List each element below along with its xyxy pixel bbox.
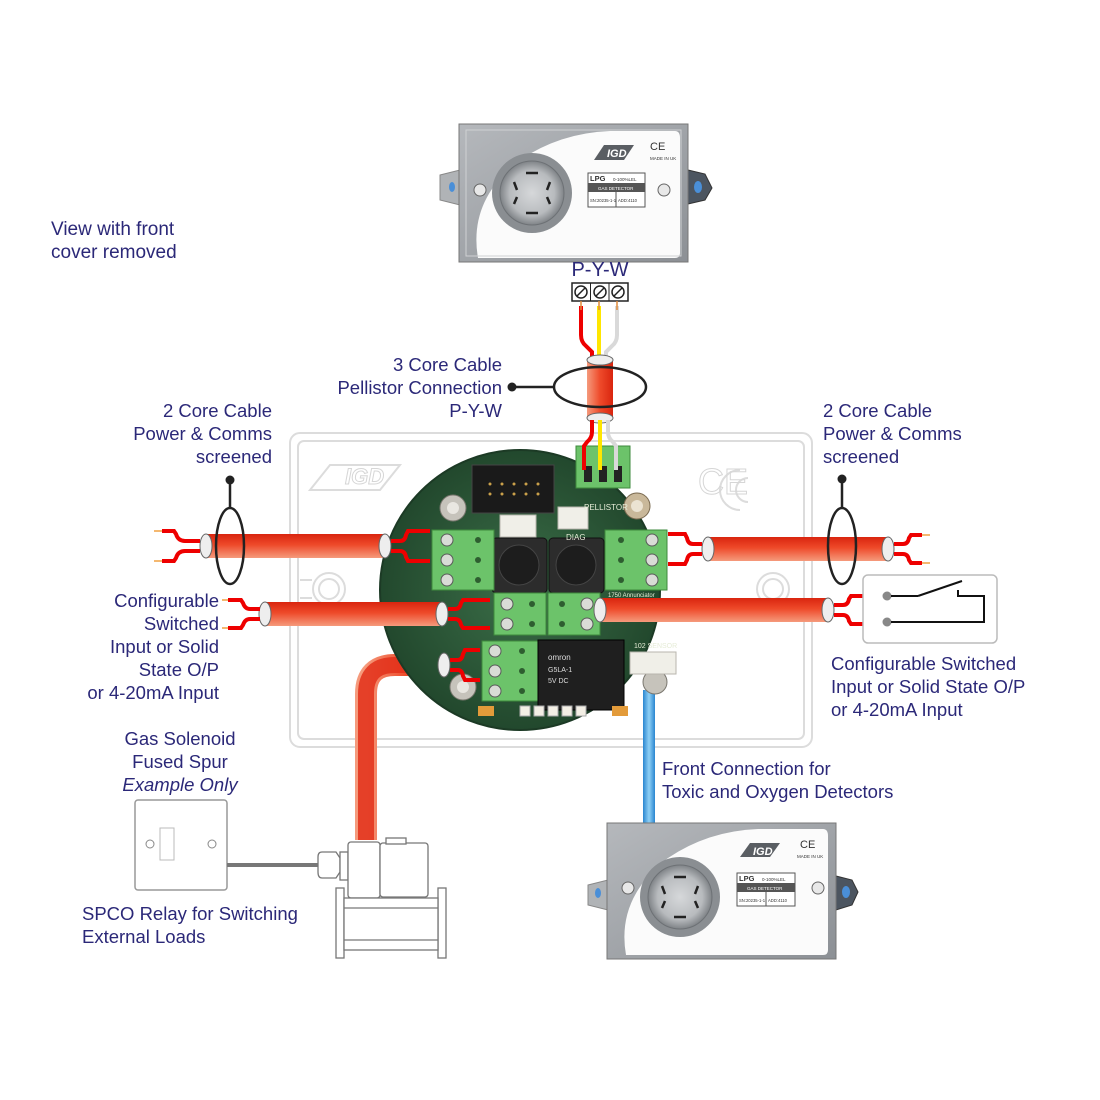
spco-relay-line-2: External Loads [82,926,206,947]
detector-bottom-ce-mark: CE [800,839,815,851]
right-power-cable-line-2: Power & Comms [823,423,962,444]
pcb-pellistor-label: PELLISTOR [584,503,628,512]
solenoid-spur-line-3: Example Only [122,774,238,795]
detector-top-ce-mark: CE [650,141,665,153]
view-note-line-1: View with front [51,219,175,240]
pcb-annunciator-label: 1750 Annunciator [608,593,655,599]
detector-bottom-brand: IGD [753,846,773,858]
front-connection-line-2: Toxic and Oxygen Detectors [662,781,894,802]
detector-bottom [587,822,859,960]
left-switched-input-label: Configurable Switched Input or Solid Sta… [40,589,219,704]
left-switched-input-line-3: Input or Solid [109,636,219,657]
detector-top-brand: IGD [607,148,627,160]
pcb-diag-label: DIAG [566,533,586,542]
detector-bottom-range: 0-100%LEL [762,877,786,882]
detector-top-serial: SN:20235-1-1 [590,198,617,203]
front-connection-label: Front Connection for Toxic and Oxygen De… [662,757,893,803]
detector-top-made-in: MADE IN UK [650,156,676,161]
left-power-cable-line-3: screened [195,446,272,467]
pellistor-cable-line-2: Pellistor Connection [337,377,502,398]
right-switched-cable [593,594,865,626]
right-switched-input-line-1: Configurable Switched [831,653,1017,674]
front-connection-line-1: Front Connection for [662,758,831,779]
left-switched-cable [222,598,490,630]
fused-spur-switch [134,799,319,891]
relay-cable-wires [437,648,480,682]
pyw-terminal-block [571,282,629,310]
pellistor-cable [507,306,648,470]
right-switched-input-line-2: Input or Solid State O/P [831,676,1026,697]
right-power-cable-line-1: 2 Core Cable [823,400,933,421]
front-detector-cable [643,690,655,825]
spco-relay-label: SPCO Relay for Switching External Loads [82,902,298,948]
detector-bottom-type: GAS DETECTOR [747,886,783,891]
right-switched-input-label: Configurable Switched Input or Solid Sta… [831,652,1025,721]
left-power-cable [154,475,430,586]
right-power-cable-line-3: screened [823,446,900,467]
detector-top [439,123,713,263]
left-switched-input-line-1: Configurable [114,590,219,611]
left-power-cable-label: 2 Core Cable Power & Comms screened [100,399,272,468]
gas-solenoid-valve [317,837,447,959]
solenoid-spur-line-1: Gas Solenoid [124,728,236,749]
right-power-cable-label: 2 Core Cable Power & Comms screened [823,399,962,468]
relay-brand: omron [548,653,571,662]
left-switched-input-line-2: Switched [143,613,219,634]
pellistor-cable-line-3: P-Y-W [449,400,502,421]
right-power-cable [668,474,930,586]
left-power-cable-line-2: Power & Comms [133,423,272,444]
pellistor-cable-line-1: 3 Core Cable [392,354,502,375]
switched-input-box [862,574,998,644]
solenoid-spur-line-2: Fused Spur [132,751,228,772]
detector-bottom-address: ADD:4110 [768,898,788,903]
detector-top-type: GAS DETECTOR [598,186,634,191]
left-power-cable-line-1: 2 Core Cable [162,400,272,421]
left-switched-input-line-4: State O/P [138,659,219,680]
pyw-top-label: P-Y-W [571,259,629,281]
view-note-line-2: cover removed [51,242,177,263]
enclosure-brand: IGD [345,464,384,489]
detector-top-range: 0-100%LEL [613,177,637,182]
solenoid-spur-label: Gas Solenoid Fused Spur Example Only [100,727,260,796]
pcb-sensor-label: 102 SENSOR [634,643,677,650]
control-pcb [379,445,677,731]
relay-model: G5LA-1 [548,667,572,674]
enclosure-ce-mark: CE [698,461,748,502]
enclosure-outline [289,432,813,748]
pellistor-cable-label: 3 Core Cable Pellistor Connection P-Y-W [280,353,502,422]
detector-bottom-gas: LPG [739,874,755,883]
left-switched-input-line-5: or 4-20mA Input [87,682,219,703]
detector-bottom-serial: SN:20235-1-1 [739,898,766,903]
detector-top-gas: LPG [590,174,606,183]
spco-relay-line-1: SPCO Relay for Switching [82,903,298,924]
right-switched-input-line-3: or 4-20mA Input [831,699,963,720]
view-note: View with front cover removed [51,218,177,264]
relay-voltage: 5V DC [548,678,569,685]
detector-top-address: ADD:4110 [618,198,638,203]
detector-bottom-made-in: MADE IN UK [797,854,823,859]
